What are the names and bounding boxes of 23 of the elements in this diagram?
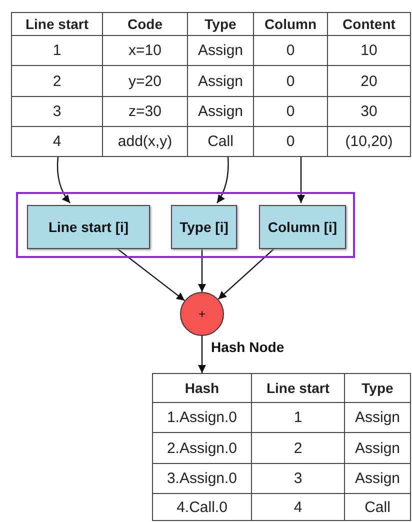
arrow (218, 246, 276, 300)
arrow (216, 156, 229, 204)
column-header: Line start (11, 12, 103, 36)
process-box: Type [i] (171, 205, 237, 249)
process-box: Line start [i] (27, 205, 150, 249)
operator-circle: + (180, 292, 224, 336)
table-value: Call (344, 493, 411, 521)
table-value: (10,20) (327, 126, 411, 157)
table-value: 4.Call.0 (152, 493, 252, 521)
group-frame (16, 192, 355, 258)
data-table (11, 12, 411, 157)
table-value: 4 (11, 126, 103, 157)
arrow (56, 156, 70, 204)
arrow (198, 336, 206, 373)
data-table (152, 373, 411, 521)
arrow (114, 246, 185, 302)
node-caption: Hash Node (211, 339, 284, 355)
column-header: Hash (152, 373, 252, 403)
arrow (198, 247, 206, 292)
process-box: Column [i] (259, 205, 346, 249)
column-header: Type (344, 373, 411, 403)
column-header: Content (327, 12, 411, 36)
arrow (297, 157, 305, 203)
